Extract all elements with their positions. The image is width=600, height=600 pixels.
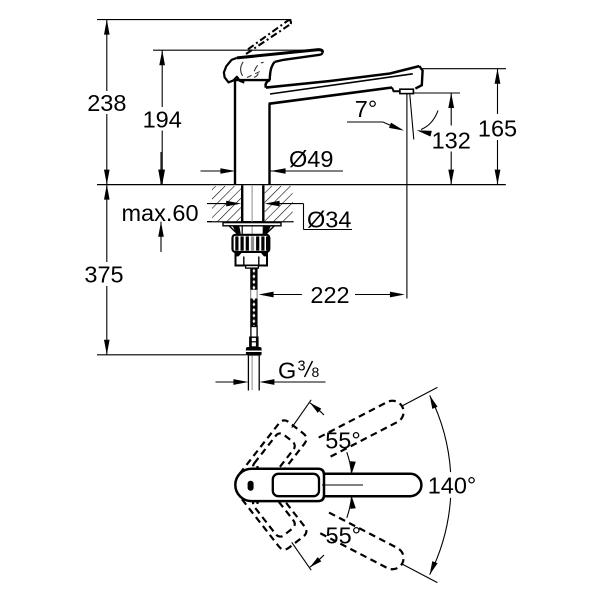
- svg-text:132: 132: [432, 127, 471, 153]
- svg-text:8: 8: [312, 364, 320, 380]
- svg-text:Ø49: Ø49: [289, 146, 333, 172]
- svg-text:165: 165: [478, 116, 517, 142]
- svg-text:222: 222: [310, 282, 349, 308]
- svg-text:194: 194: [143, 106, 182, 132]
- svg-text:max.60: max.60: [121, 200, 198, 226]
- svg-text:55°: 55°: [325, 427, 361, 453]
- svg-text:55°: 55°: [326, 523, 362, 549]
- svg-text:238: 238: [87, 90, 126, 116]
- svg-text:140°: 140°: [428, 473, 477, 499]
- svg-text:3: 3: [298, 359, 306, 375]
- svg-text:G: G: [278, 358, 296, 384]
- svg-text:Ø34: Ø34: [307, 207, 351, 233]
- svg-text:7°: 7°: [355, 96, 377, 122]
- svg-text:375: 375: [84, 262, 123, 288]
